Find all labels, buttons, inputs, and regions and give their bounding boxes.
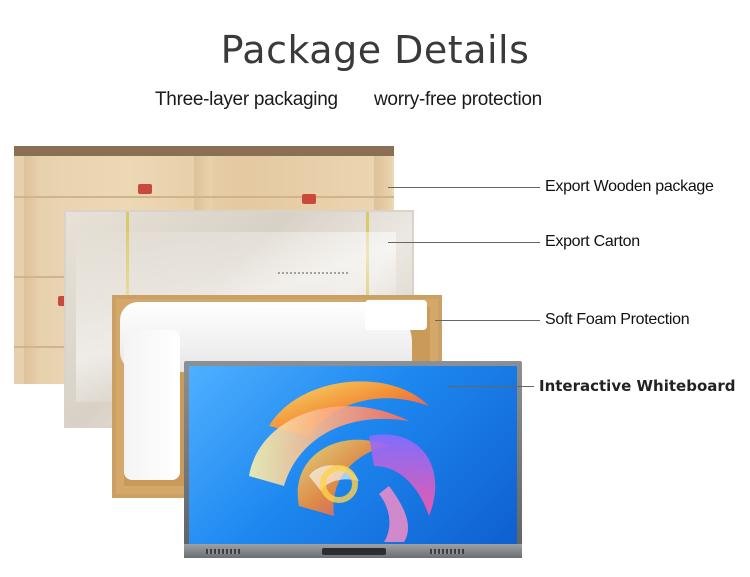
speaker-grille	[206, 549, 240, 554]
crate-seam	[14, 196, 394, 198]
callout-wooden-package: Export Wooden package	[545, 178, 714, 195]
foam-corner	[365, 300, 427, 330]
crate-stamp-icon	[138, 184, 152, 194]
leader-line-carton	[388, 242, 540, 243]
speaker-grille	[430, 549, 464, 554]
whiteboard-bezel	[184, 544, 522, 558]
leader-line-foam	[435, 320, 540, 321]
leader-line-wooden	[388, 187, 540, 188]
crate-plank	[24, 156, 42, 384]
interactive-whiteboard-image	[184, 361, 522, 558]
callout-foam: Soft Foam Protection	[545, 311, 690, 328]
subtitle-right: worry-free protection	[374, 89, 542, 110]
subtitle-left: Three-layer packaging	[155, 89, 338, 110]
front-buttons	[322, 548, 386, 555]
callout-whiteboard: Interactive Whiteboard	[539, 377, 736, 395]
leader-line-whiteboard	[448, 386, 534, 387]
page-title: Package Details	[220, 28, 530, 72]
crate-stamp-icon	[302, 194, 316, 204]
carton-marks	[278, 272, 348, 284]
callout-carton: Export Carton	[545, 233, 640, 250]
whiteboard-screen	[189, 366, 517, 544]
abstract-swirl-icon	[249, 381, 436, 542]
foam-side	[124, 330, 180, 480]
